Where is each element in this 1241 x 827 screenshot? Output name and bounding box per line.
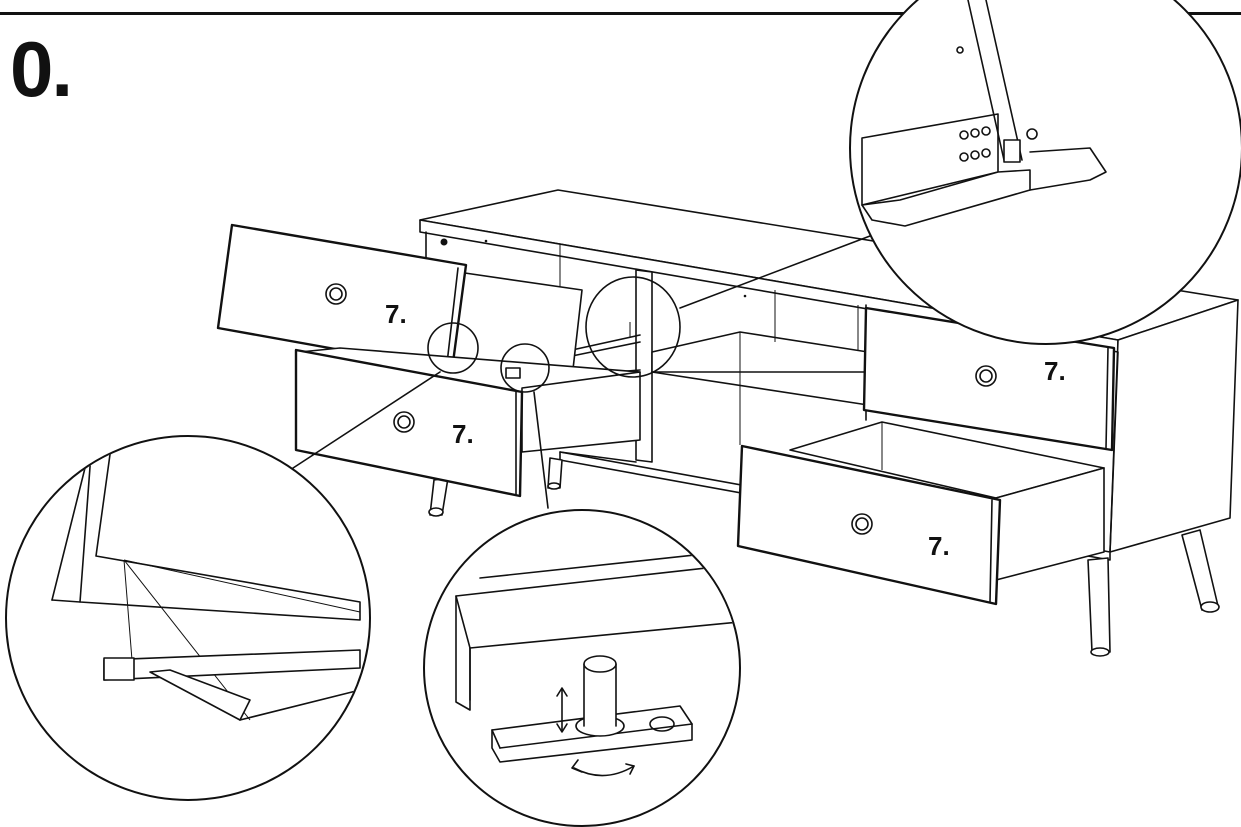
drawer-lower-right: [736, 421, 1105, 606]
drawer-upper-left: [216, 223, 583, 379]
up-down-arrow-icon: [556, 687, 568, 733]
top-divider: [0, 12, 1241, 15]
label-drawer-top-left: 7.: [385, 299, 407, 329]
callout-markers: [289, 235, 871, 509]
rail-detail-icon: [849, 0, 1241, 345]
pin-detail-icon: [423, 509, 741, 827]
step-number: 0.: [10, 25, 73, 113]
rotate-arrow-icon: [571, 759, 635, 777]
hinge-detail-icon: [5, 435, 371, 801]
label-drawer-bottom-left: 7.: [452, 419, 474, 449]
label-drawer-top-right: 7.: [1044, 356, 1066, 386]
label-drawer-bottom-right: 7.: [928, 531, 950, 561]
drawer-lower-left: [294, 347, 641, 498]
